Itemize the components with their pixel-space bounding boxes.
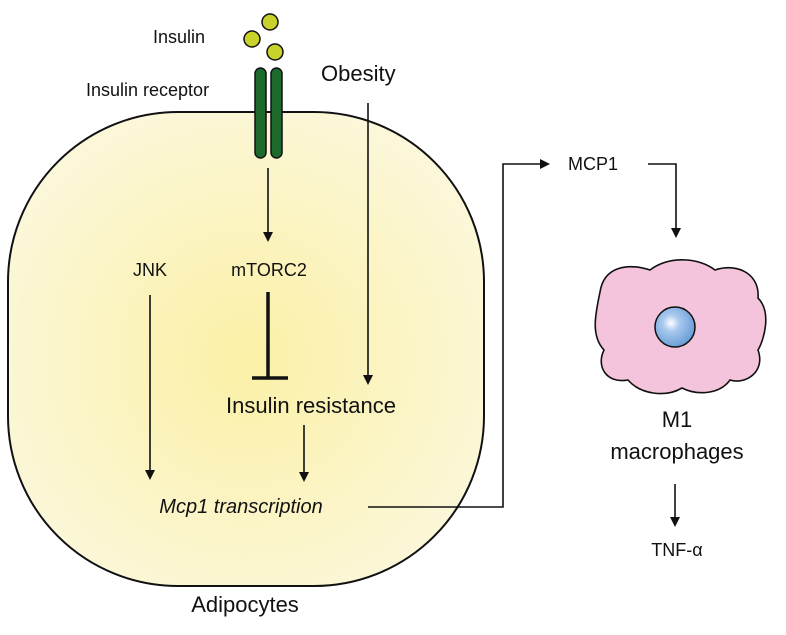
insulin-receptor-icon: [254, 67, 283, 159]
mtorc2-label: mTORC2: [231, 260, 307, 280]
insulin-label: Insulin: [153, 27, 205, 47]
tnf-alpha-label: TNF-α: [651, 540, 702, 560]
insulin-resistance-label: Insulin resistance: [226, 393, 396, 418]
macrophage-nucleus-icon: [654, 306, 696, 348]
mcp1-label: MCP1: [568, 154, 618, 174]
arrow-mcp1-to-macrophage: [648, 163, 681, 238]
adipocyte-cell: [7, 111, 485, 587]
obesity-label: Obesity: [321, 61, 396, 86]
arrow-transcription-to-mcp1: [368, 159, 550, 508]
adipocytes-label: Adipocytes: [191, 592, 299, 617]
m1-label: M1: [662, 407, 693, 432]
insulin-molecule-icon: [261, 13, 279, 31]
mcp1-transcription-label: Mcp1 transcription: [159, 496, 322, 518]
jnk-label: JNK: [133, 260, 167, 280]
insulin-molecule-icon: [243, 30, 261, 48]
inhibition-mtorc2-insulin-resistance: [252, 292, 288, 380]
insulin-molecule-icon: [266, 43, 284, 61]
insulin-receptor-label: Insulin receptor: [86, 80, 209, 100]
macrophages-label: macrophages: [610, 439, 743, 464]
